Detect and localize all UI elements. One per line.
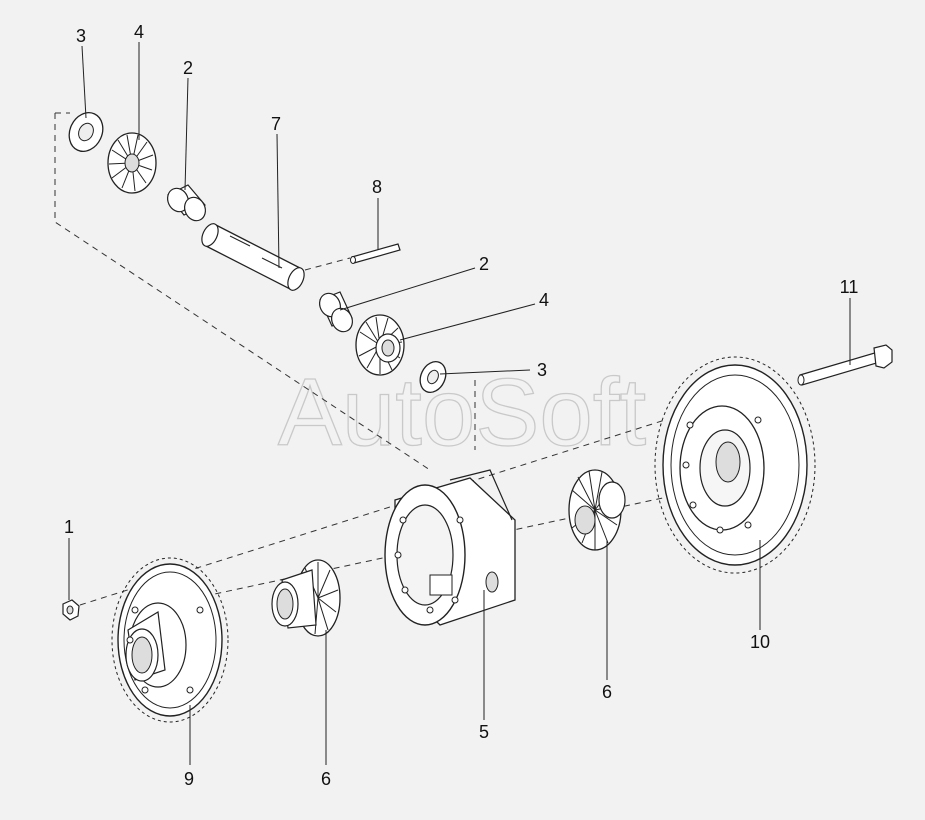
part-11-bolt: [797, 344, 893, 386]
part-10-ring-gear: [654, 356, 816, 574]
callout-7: 7: [271, 114, 281, 134]
part-2-bushing-top: [167, 184, 206, 222]
callout-10: 10: [750, 632, 770, 652]
callout-4-lower: 4: [539, 290, 549, 310]
part-3-washer-top: [68, 112, 104, 152]
part-5-housing: [384, 469, 516, 626]
callout-6-left: 6: [321, 769, 331, 789]
part-2-bushing-lower: [319, 291, 353, 333]
callout-4-top: 4: [134, 22, 144, 42]
part-1-nut: [62, 599, 80, 621]
callout-1: 1: [64, 517, 74, 537]
callout-6-right: 6: [602, 682, 612, 702]
part-4-pinion-top: [107, 132, 157, 194]
leader-lines: [68, 42, 851, 765]
part-6-side-gear-left: [271, 559, 341, 637]
callout-11: 11: [840, 277, 859, 297]
callout-9: 9: [184, 769, 194, 789]
callout-8: 8: [372, 177, 382, 197]
callout-labels: 3 4 2 7 8 2 4 3 11 10 6 5 6 9 1: [64, 22, 858, 789]
part-3-washer-lower: [419, 360, 447, 394]
part-7-shaft: [201, 223, 305, 291]
part-9-gear: [111, 557, 229, 723]
part-8-pin: [350, 243, 401, 264]
callout-5: 5: [479, 722, 489, 742]
callout-3-top: 3: [76, 26, 86, 46]
callout-3-lower: 3: [537, 360, 547, 380]
part-4-pinion-lower: [355, 314, 405, 376]
part-6-side-gear-right: [568, 469, 626, 551]
callout-2-top: 2: [183, 58, 193, 78]
watermark-text: AutoSoft: [278, 359, 646, 466]
callout-2-lower: 2: [479, 254, 489, 274]
